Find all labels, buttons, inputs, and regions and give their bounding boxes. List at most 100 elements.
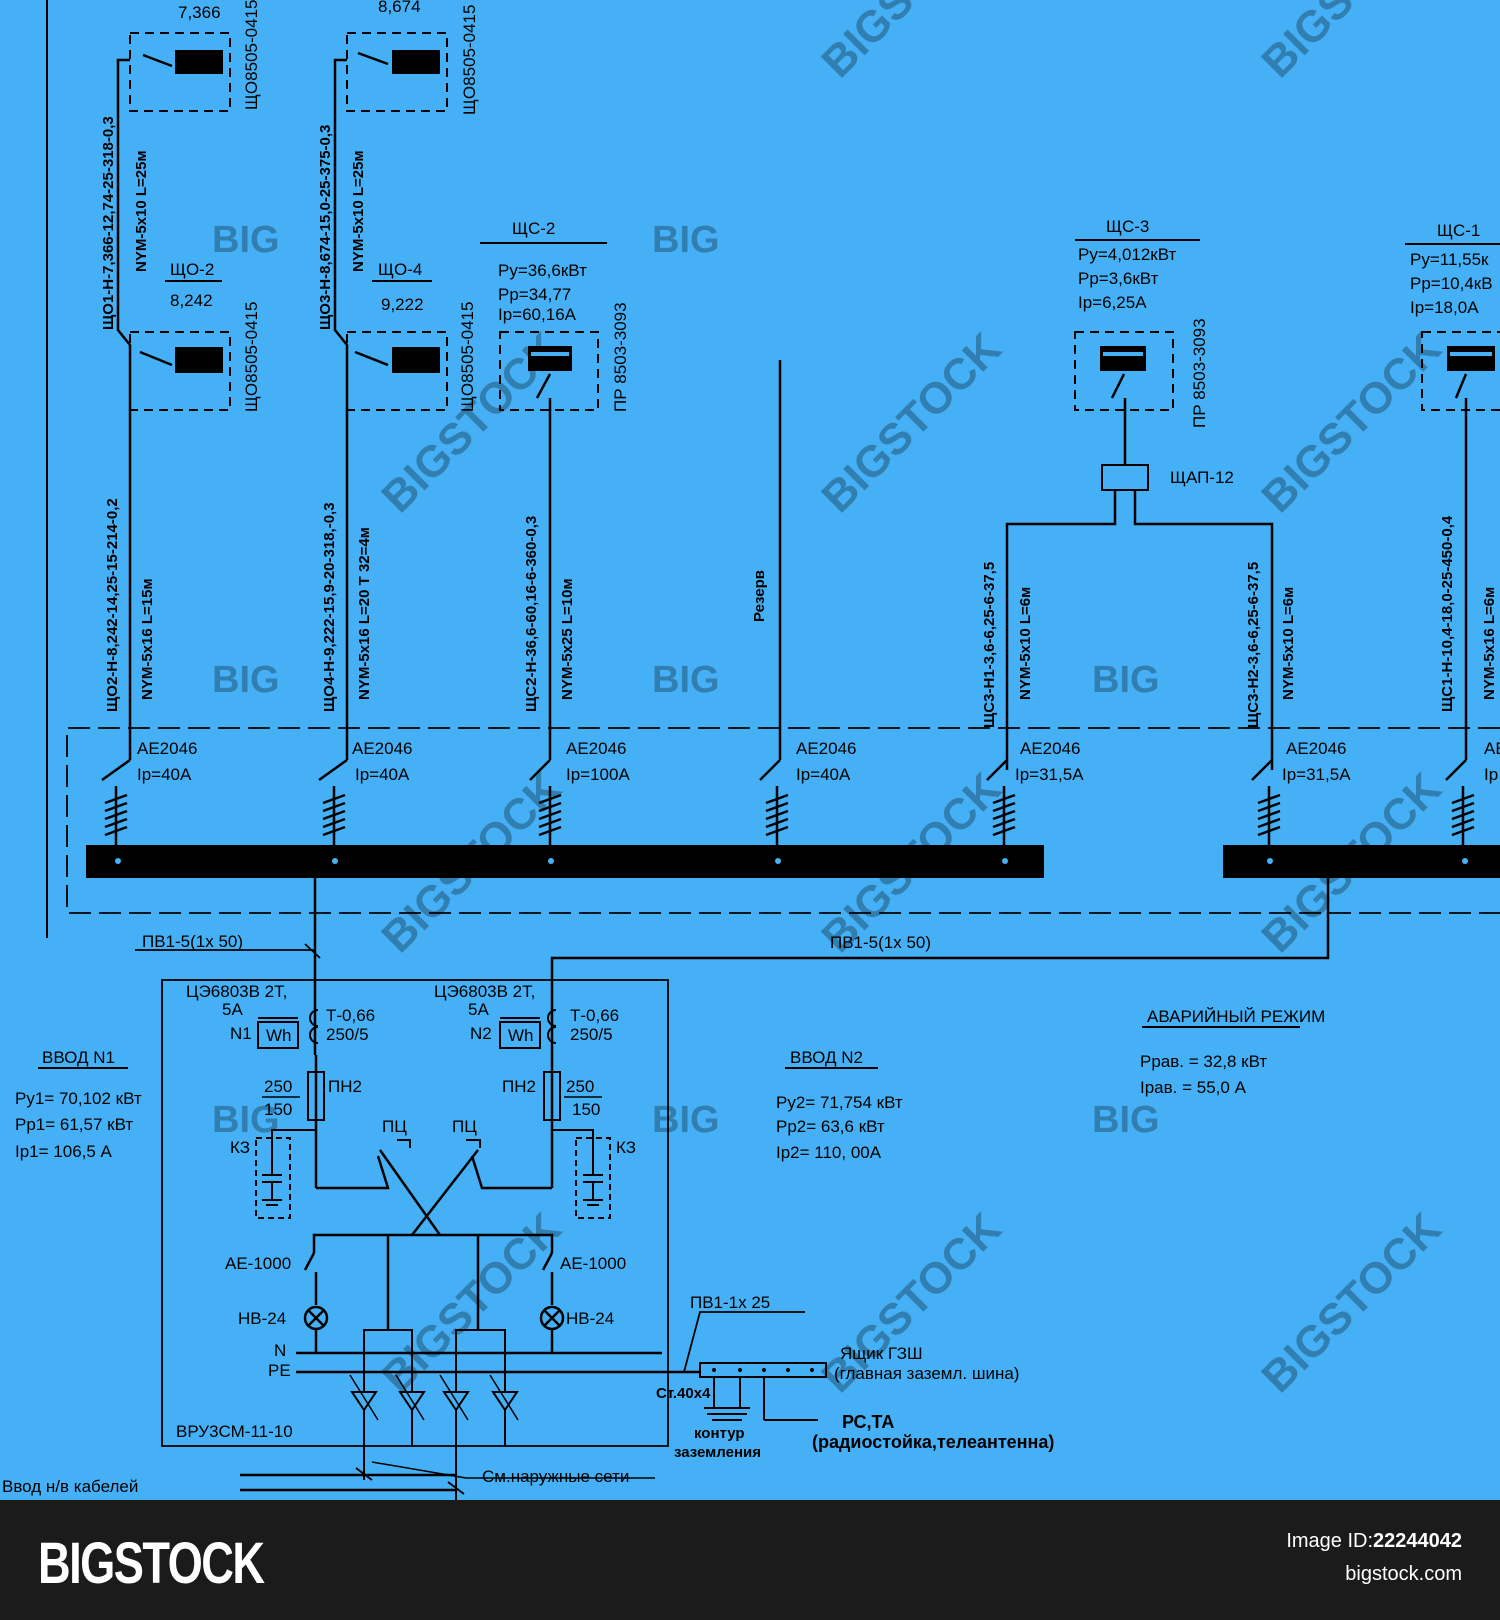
pv-small-label: ПВ1-1х 25	[690, 1293, 770, 1312]
wire-scho1	[116, 58, 132, 360]
ae-right-label: АЕ-1000	[560, 1254, 626, 1273]
vru-label: ВРУ3СМ-11-10	[176, 1422, 293, 1441]
kz-boxes: КЗ КЗ	[230, 1129, 636, 1219]
feeders: ЩО2-Н-8,242-14,25-15-214-0,2 NYM-5x16 L=…	[104, 360, 1498, 760]
fuse-left-top: 250	[264, 1077, 292, 1096]
watermark-big: BIG	[1092, 1099, 1160, 1141]
vvod2-title: ВВОД N2	[790, 1048, 863, 1067]
panel-sc3: ЩС-3 Ру=4,012кВт Рр=3,6кВт Iр=6,25А ПР 8…	[1005, 217, 1274, 770]
breaker6-type: АЕ2046	[1286, 739, 1347, 758]
cable-right-label: ПВ1-5(1х 50)	[830, 933, 931, 952]
rs-ta-desc: (радиостойка,телеантенна)	[812, 1432, 1054, 1452]
breaker4-type: АЕ2046	[796, 739, 857, 758]
meter-left-ratio: 250/5	[326, 1025, 369, 1044]
feeder1-wire: NYM-5x16 L=15м	[139, 578, 156, 700]
feeder6-cable: ЩС3-Н2-3,6-6,25-6-37,5	[1245, 562, 1262, 728]
vvod2-ip: Iр2= 110, 00А	[776, 1143, 882, 1162]
breaker-4: АЕ2046 Iр=40А	[759, 739, 857, 852]
breaker1-current: Iр=40А	[137, 765, 192, 784]
transfer-switch: ПЦ ПЦ	[312, 1117, 554, 1330]
external-label: См.наружные сети	[482, 1467, 629, 1486]
vvod2-info: ВВОД N2 Ру2= 71,754 кВт Рр2= 63,6 кВт Iр…	[776, 1048, 903, 1162]
kontur1-label: контур	[694, 1425, 745, 1442]
kz-right-label: КЗ	[616, 1138, 636, 1157]
breaker3-type: АЕ2046	[566, 739, 627, 758]
fuse-right-name: ПН2	[502, 1077, 536, 1096]
breaker-2: АЕ2046 Iр=40А	[318, 739, 413, 852]
breaker1-type: АЕ2046	[137, 739, 198, 758]
breaker4-current: Iр=40А	[796, 765, 851, 784]
sc2-box: ПР 8503-3093	[611, 302, 630, 412]
fuse-right-bottom: 150	[572, 1100, 600, 1119]
scho1-breaker-body	[175, 50, 223, 74]
busbar-1	[86, 845, 1044, 878]
fuses: ПН2 250 150 ПН2 250 150	[262, 1055, 602, 1188]
image-id: Image ID:22244042	[1286, 1530, 1462, 1553]
meter-right-ratio: 250/5	[570, 1025, 613, 1044]
breaker-7: АЕ Iр	[1445, 739, 1500, 852]
panel-scho2: ЩО-2 8,242 ЩО8505-0415	[129, 260, 261, 412]
feeder4-wire: Резерв	[751, 570, 768, 622]
scho3-cable: ЩО3-Н-8,674-15,0-25-375-0,3	[317, 125, 334, 330]
fuse-left-bottom: 150	[264, 1100, 292, 1119]
fuse-left-name: ПН2	[328, 1077, 362, 1096]
meter-right-amps: 5А	[468, 1000, 489, 1019]
scho1-wire: NYM-5x10 L=25м	[133, 150, 150, 272]
meter-right-tt: Т-0,66	[570, 1006, 619, 1025]
n-pe-buses: N PE	[268, 1329, 700, 1445]
site-url: bigstock.com	[1345, 1563, 1462, 1585]
vvod1-py: Ру1= 70,102 кВт	[15, 1089, 142, 1108]
feeder3-wire: NYM-5x25 L=10м	[559, 578, 576, 700]
electrical-schematic: BIG BIG BIG BIG BIG BIG BIG BIG BIGSTOCK…	[0, 0, 1500, 1500]
kz-left-label: КЗ	[230, 1138, 250, 1157]
scho3-breaker-body	[392, 50, 440, 74]
meter-right-model: ЦЭ6803В 2Т,	[434, 982, 535, 1001]
vvod2-pp: Рр2= 63,6 кВт	[776, 1117, 885, 1136]
sc2-name: ЩС-2	[512, 219, 555, 238]
st-label: Ст.40х4	[656, 1385, 711, 1402]
vvod1-title: ВВОД N1	[42, 1048, 115, 1067]
feeder5-wire: NYM-5x10 L=6м	[1017, 587, 1034, 700]
sc1-ip: Iр=18,0А	[1410, 298, 1479, 317]
panel-scho3: 8,674 ЩО8505-0415	[346, 0, 479, 115]
meter-right-n: N2	[470, 1024, 492, 1043]
scho2-value: 8,242	[170, 291, 213, 310]
feeder6-wire: NYM-5x10 L=6м	[1280, 587, 1297, 700]
pts-left-label: ПЦ	[382, 1117, 407, 1136]
breakers: АЕ2046 Iр=40А АЕ2046 Iр=40А АЕ2046 Iр=10…	[101, 739, 1500, 852]
wire-scho3	[333, 58, 349, 360]
scho1-value: 7,366	[178, 3, 221, 22]
scho3-value: 8,674	[378, 0, 421, 16]
breaker5-current: Iр=31,5А	[1015, 765, 1084, 784]
scho2-name: ЩО-2	[170, 260, 214, 279]
breaker2-type: АЕ2046	[352, 739, 413, 758]
hv-right-label: НВ-24	[566, 1309, 614, 1328]
emergency-title: АВАРИЙНЫЙ РЕЖИМ	[1147, 1007, 1325, 1026]
vvod1-info: ВВОД N1 Ру1= 70,102 кВт Рр1= 61,57 кВт I…	[15, 1048, 142, 1161]
n-label: N	[274, 1341, 286, 1360]
scho4-name: ЩО-4	[378, 260, 422, 279]
panel-sc1: ЩС-1 Ру=11,55к Рр=10,4кВ Iр=18,0А	[1405, 221, 1500, 411]
image-id-value: 22244042	[1373, 1530, 1462, 1552]
breaker-1: АЕ2046 Iр=40А	[101, 739, 198, 852]
sc2-pp: Рр=34,77	[498, 285, 571, 304]
breaker2-current: Iр=40А	[355, 765, 410, 784]
vvod-cables-label: Ввод н/в кабелей	[2, 1477, 138, 1496]
breaker7-current: Iр	[1484, 765, 1498, 784]
cable-terminations	[349, 1353, 519, 1445]
feeder2-wire: NYM-5x16 L=20 Т 32=4м	[356, 527, 373, 700]
emergency-i: Iрав. = 55,0 А	[1140, 1078, 1247, 1097]
sc3-py: Ру=4,012кВт	[1078, 245, 1177, 264]
vvod1-ip: Iр1= 106,5 А	[15, 1142, 113, 1161]
feeder1-cable: ЩО2-Н-8,242-14,25-15-214-0,2	[104, 498, 121, 712]
emergency-info: АВАРИЙНЫЙ РЕЖИМ Ррав. = 32,8 кВт Iрав. =…	[1140, 1007, 1325, 1097]
ground-box: ПВ1-1х 25 Ящик ГЗШ (главная заземл. шина…	[656, 1293, 1054, 1461]
watermark-big: BIG	[212, 219, 280, 261]
sc3-box: ПР 8503-3093	[1190, 318, 1209, 428]
bottom-cables: См.наружные сети Ввод н/в кабелей	[2, 1440, 655, 1500]
pe-label: PE	[268, 1361, 291, 1380]
meter-left-wh: Wh	[266, 1026, 292, 1045]
watermark-big: BIG	[652, 659, 720, 701]
sc3-shap: ЩАП-12	[1170, 468, 1234, 487]
